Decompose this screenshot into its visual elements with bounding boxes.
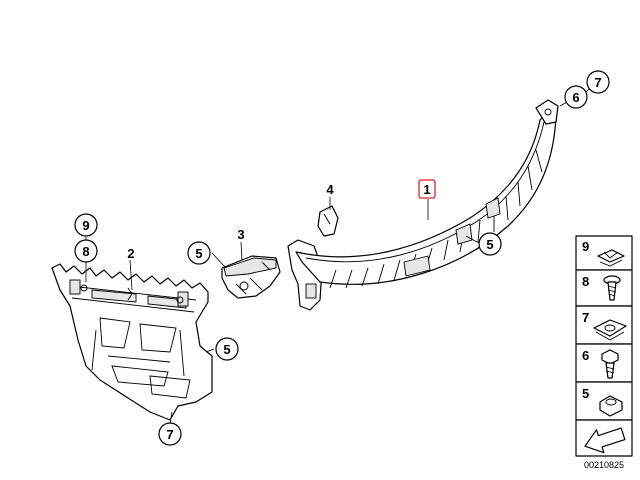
svg-text:8: 8 (582, 274, 589, 289)
svg-text:7: 7 (594, 75, 601, 90)
screw-icon (603, 275, 621, 301)
svg-text:9: 9 (582, 239, 589, 254)
clip-nut-icon (593, 319, 627, 341)
svg-text:1: 1 (423, 182, 430, 197)
direction-arrow-icon (584, 427, 626, 454)
svg-text:9: 9 (82, 218, 89, 233)
diagram-code: 00210825 (584, 460, 624, 470)
callout-9[interactable]: 9 (74, 213, 98, 237)
legend-item-8[interactable]: 8 (575, 269, 633, 307)
svg-text:7: 7 (582, 310, 589, 325)
callout-5-bracket[interactable]: 5 (215, 337, 239, 361)
legend-item-9[interactable]: 9 (575, 235, 633, 271)
svg-text:6: 6 (582, 348, 589, 363)
callout-5-rail[interactable]: 5 (478, 232, 502, 256)
svg-text:5: 5 (582, 386, 589, 401)
svg-text:5: 5 (223, 342, 230, 357)
svg-text:2: 2 (127, 246, 134, 261)
legend-item-7[interactable]: 7 (575, 305, 633, 345)
svg-text:6: 6 (572, 90, 579, 105)
fastener-legend: 9 8 7 (575, 235, 633, 470)
callout-7-bottom[interactable]: 7 (158, 422, 182, 446)
bumper-carrier-rail[interactable] (287, 99, 559, 311)
svg-text:3: 3 (237, 227, 244, 242)
svg-text:5: 5 (195, 246, 202, 261)
svg-text:5: 5 (486, 237, 493, 252)
callout-4[interactable]: 4 (326, 182, 334, 197)
svg-text:4: 4 (326, 182, 334, 197)
hex-bolt-icon (601, 349, 619, 379)
support-clip-part[interactable] (221, 255, 281, 299)
callout-6[interactable]: 6 (564, 85, 588, 109)
direction-arrow-cell (575, 419, 633, 457)
small-clip-part[interactable] (317, 205, 339, 237)
left-side-bracket[interactable] (51, 263, 213, 421)
callout-1[interactable]: 1 (418, 179, 436, 199)
spring-nut-icon (597, 249, 625, 267)
legend-item-5[interactable]: 5 (575, 381, 633, 421)
legend-item-6[interactable]: 6 (575, 343, 633, 383)
hex-nut-icon (599, 395, 623, 417)
callout-8[interactable]: 8 (74, 239, 98, 263)
callout-5-part3[interactable]: 5 (187, 241, 211, 265)
callout-2[interactable]: 2 (127, 246, 134, 261)
svg-text:8: 8 (82, 244, 89, 259)
svg-text:7: 7 (166, 427, 173, 442)
callout-7-top[interactable]: 7 (586, 70, 610, 94)
callout-3[interactable]: 3 (237, 227, 244, 242)
